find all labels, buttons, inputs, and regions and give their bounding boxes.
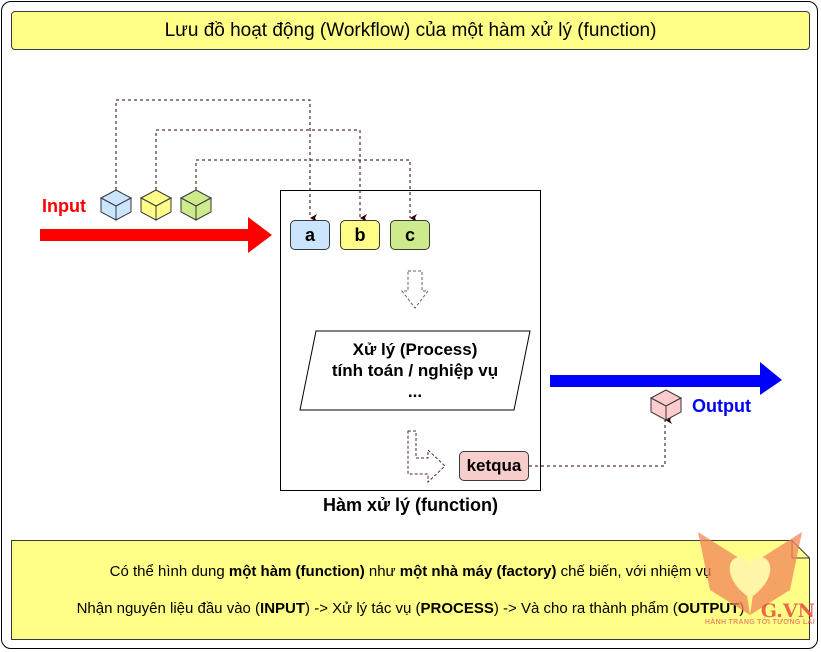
input-arrow xyxy=(40,217,272,253)
connector-output xyxy=(529,416,672,467)
process-line-3: ... xyxy=(407,381,423,401)
note-line1-segment: một hàm (function) xyxy=(228,563,365,580)
note-shape xyxy=(11,540,810,640)
variable-c: c xyxy=(390,220,430,250)
note-line2-segment: INPUT xyxy=(260,600,306,617)
note-line2-segment: ) -> Và cho ra thành phẩm ( xyxy=(493,600,678,617)
variable-a-label: a xyxy=(304,224,315,245)
input-label: Input xyxy=(42,196,86,216)
note-box: Có thể hình dung một hàm (function) như … xyxy=(11,540,810,640)
note-line2-segment: PROCESS xyxy=(420,600,494,617)
variable-a: a xyxy=(290,220,330,250)
cube-icon-c xyxy=(179,189,213,221)
variable-b-label: b xyxy=(354,224,366,245)
note-line1-segment: Có thể hình dung xyxy=(109,563,229,580)
output-arrow xyxy=(550,362,782,395)
note-line2-segment: OUTPUT xyxy=(677,600,740,617)
note-line2-segment: ) -> Xử lý tác vụ ( xyxy=(305,600,421,617)
note-line1-segment: một nhà máy (factory) xyxy=(399,563,557,580)
output-label: Output xyxy=(692,396,751,416)
variable-c-label: c xyxy=(404,224,415,245)
variable-b: b xyxy=(340,220,380,250)
function-box xyxy=(280,190,541,491)
diagram-title-text: Lưu đồ hoạt động (Workflow) của một hàm … xyxy=(164,19,657,41)
cube-icon-b xyxy=(139,189,173,221)
process-shape xyxy=(299,330,531,411)
diagram-title: Lưu đồ hoạt động (Workflow) của một hàm … xyxy=(11,11,810,50)
note-line2-segment: ) xyxy=(739,600,745,617)
connector-a xyxy=(115,99,317,222)
dashed-bent-arrow-icon xyxy=(407,430,446,484)
process-text: Xử lý (Process) tính toán / nghiệp vụ ..… xyxy=(300,330,530,410)
connector-c xyxy=(195,159,417,222)
result-ketqua: ketqua xyxy=(459,451,529,481)
cube-icon-output xyxy=(649,389,683,421)
process-line-1: Xử lý (Process) xyxy=(352,339,478,359)
note-line1-segment: chế biến, với nhiệm vụ xyxy=(556,563,712,580)
result-label: ketqua xyxy=(466,456,522,475)
note-line-2: Nhận nguyên liệu đầu vào (INPUT) -> Xử l… xyxy=(11,600,810,617)
function-label: Hàm xử lý (function) xyxy=(322,495,499,515)
note-line1-segment: như xyxy=(364,563,400,580)
note-line-1: Có thể hình dung một hàm (function) như … xyxy=(11,563,810,580)
process-line-2: tính toán / nghiệp vụ xyxy=(331,360,499,380)
connector-b xyxy=(155,129,367,222)
note-line2-segment: Nhận nguyên liệu đầu vào ( xyxy=(76,600,261,617)
cube-icon-a xyxy=(99,189,133,221)
dashed-down-arrow-icon xyxy=(400,270,430,309)
